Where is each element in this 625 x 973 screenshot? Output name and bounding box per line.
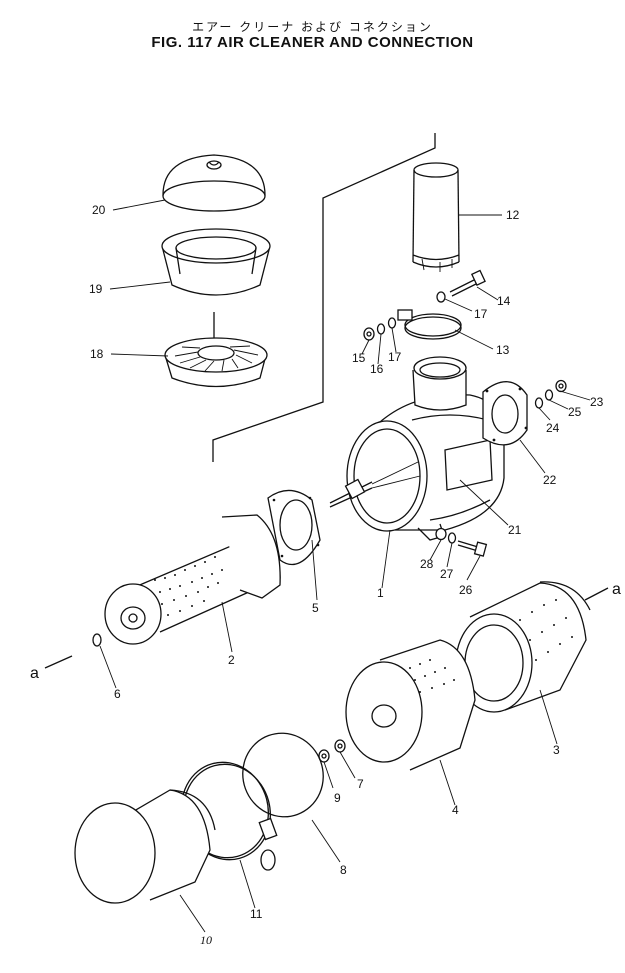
callout-17-lower: 17 — [388, 350, 402, 364]
callout-15: 15 — [352, 351, 366, 365]
callout-11: 11 — [250, 907, 263, 921]
part-21-plate — [444, 439, 493, 491]
title-english: FIG. 117 AIR CLEANER AND CONNECTION — [151, 34, 474, 51]
part-28-nut — [435, 527, 447, 541]
callout-26: 26 — [459, 583, 473, 597]
callout-19: 19 — [89, 282, 103, 296]
part-4-inner-element — [345, 639, 476, 771]
title-japanese: エアー クリーナ および コネクション — [192, 20, 433, 34]
part-23-nut — [555, 379, 567, 393]
callout-20: 20 — [92, 203, 106, 217]
callout-5: 5 — [312, 601, 319, 615]
callout-16: 16 — [370, 362, 384, 376]
part-10-dust-cup — [74, 789, 216, 904]
callout-2: 2 — [228, 653, 235, 667]
callout-27: 27 — [440, 567, 454, 581]
callout-22: 22 — [543, 473, 557, 487]
part-27-washer — [447, 532, 457, 544]
part-7-nut — [334, 739, 346, 753]
connection-arrows — [44, 587, 609, 669]
callout-17-upper: 17 — [474, 307, 488, 321]
part-6-o-ring — [92, 633, 102, 647]
connection-mark-left: a — [30, 665, 39, 682]
part-3-outer-element — [455, 581, 591, 713]
callout-9: 9 — [334, 791, 341, 805]
part-22-gasket — [482, 381, 528, 446]
part-2-safety-element — [104, 514, 281, 645]
part-12-intake-pipe — [412, 162, 460, 272]
part-5-gasket — [267, 489, 321, 566]
callout-23: 23 — [590, 395, 604, 409]
callout-13: 13 — [496, 343, 510, 357]
part-26-bolt — [457, 540, 488, 557]
part-20-cap — [162, 154, 266, 212]
part-8-band — [242, 732, 324, 818]
callout-7: 7 — [357, 777, 364, 791]
callout-24: 24 — [546, 421, 560, 435]
callout-10: 10 — [200, 933, 212, 947]
callout-14: 14 — [497, 294, 511, 308]
part-13-clamp — [397, 309, 462, 340]
callout-1: 1 — [377, 586, 384, 600]
part-19-pre-cleaner-bowl — [161, 228, 271, 296]
callout-8: 8 — [340, 863, 347, 877]
leader-lines — [99, 199, 591, 933]
part-1-cleaner-body — [329, 356, 505, 541]
callout-3: 3 — [553, 743, 560, 757]
callout-6: 6 — [114, 687, 121, 701]
part-17-washer-upper — [436, 291, 446, 303]
callout-21: 21 — [508, 523, 522, 537]
part-24-washer — [534, 397, 544, 409]
part-25-washer — [544, 389, 554, 401]
callout-28: 28 — [420, 557, 434, 571]
callout-25: 25 — [568, 405, 582, 419]
part-18-vane-assembly — [164, 312, 268, 388]
part-14-bolt — [449, 269, 486, 297]
callout-4: 4 — [452, 803, 459, 817]
assembly-bracket-lines — [212, 133, 436, 462]
part-17-washer-lower — [387, 317, 397, 329]
connection-mark-right: a — [612, 581, 621, 598]
part-16-washer — [376, 323, 386, 335]
part-15-nut — [363, 327, 375, 341]
callout-12: 12 — [506, 208, 520, 222]
callout-18: 18 — [90, 347, 104, 361]
